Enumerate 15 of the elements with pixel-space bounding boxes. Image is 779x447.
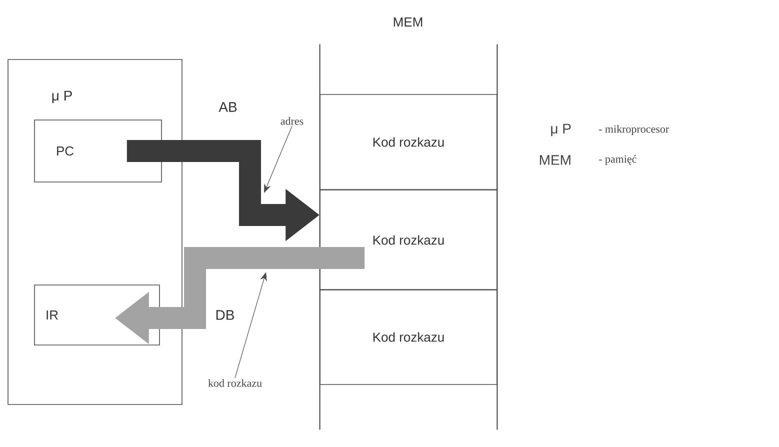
abbreviation: MEM — [540, 155, 570, 165]
abbreviation-meaning: - pamięć — [598, 155, 636, 165]
memory-cell: Kod rozkazu — [320, 94, 498, 190]
register-box: PC — [34, 120, 162, 182]
memory-cell: Kod rozkazu — [320, 190, 498, 290]
register-box: IR — [34, 284, 160, 346]
abbreviation-meaning: - mikroprocesor — [598, 125, 669, 135]
note-text: adres — [280, 117, 304, 125]
abbreviation: μ P — [551, 124, 571, 136]
leader-line — [264, 126, 292, 193]
memory-cell: Kod rozkazu — [320, 289, 498, 385]
bus-label: AB — [218, 101, 238, 113]
bus-label: DB — [214, 309, 236, 321]
leader-line — [234, 272, 267, 378]
note-text: kod rozkazu — [208, 379, 262, 387]
